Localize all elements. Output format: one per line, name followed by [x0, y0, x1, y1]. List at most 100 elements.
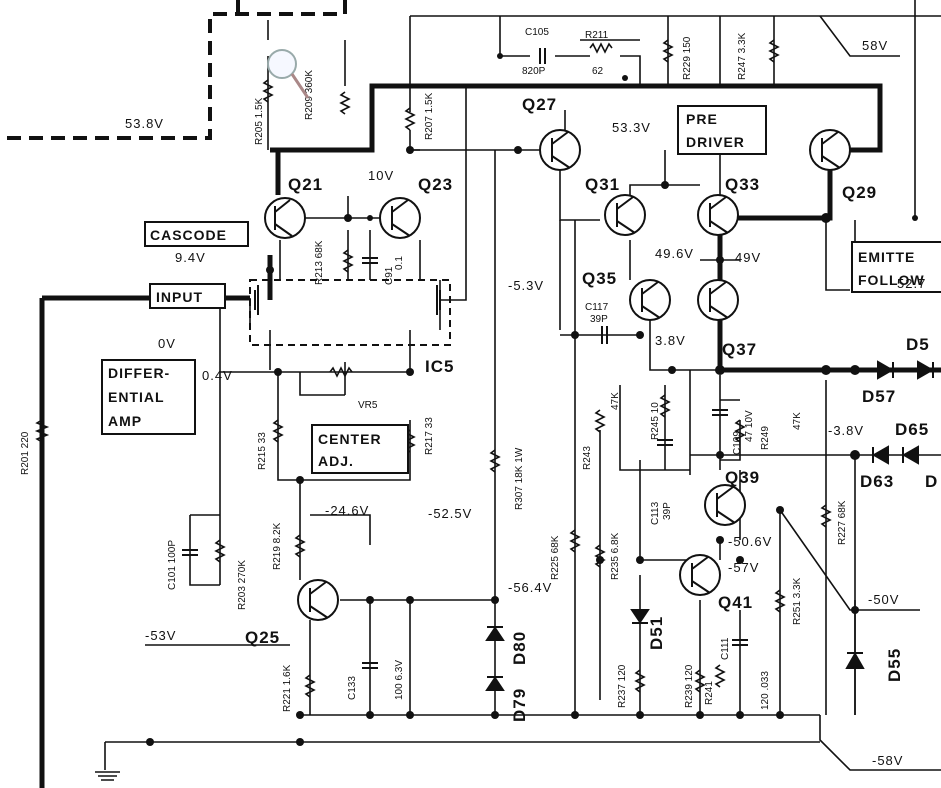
resistor-r229	[662, 39, 674, 63]
resistor-r243	[594, 409, 606, 433]
label-cascode: CASCODE	[150, 227, 227, 243]
resistor-r221	[304, 674, 316, 698]
label-r207: R207 1.5K	[424, 92, 435, 140]
label-r249-value: 47K	[792, 412, 803, 430]
label-center-adj-1: CENTER	[318, 431, 382, 447]
label-ic5: IC5	[425, 357, 454, 376]
label-q31: Q31	[585, 175, 620, 194]
label-r213: R213 68K	[314, 240, 325, 285]
label-r201: R201 220	[20, 431, 31, 475]
label-r251: R251 3.3K	[792, 577, 803, 625]
voltage-10: 10V	[368, 168, 394, 183]
resistor-r203	[214, 539, 226, 563]
voltage-49: 49V	[735, 250, 761, 265]
label-d79: D79	[510, 688, 529, 722]
label-r237: R237 120	[617, 664, 628, 708]
resistor-r215	[272, 419, 284, 443]
block-label-boxes	[101, 105, 941, 474]
label-c109: C109	[732, 431, 743, 455]
resistor-r207	[404, 107, 416, 131]
label-c113: C113	[650, 501, 661, 525]
label-q23: Q23	[418, 175, 453, 194]
label-r217: R217 33	[424, 417, 435, 455]
resistor-r201	[34, 419, 50, 443]
transistor-q27-symbol	[539, 129, 581, 171]
label-q37: Q37	[722, 340, 757, 359]
label-r241: R241	[704, 681, 715, 705]
voltage-neg-56-4: -56.4V	[508, 580, 552, 595]
label-r221: R221 1.6K	[282, 664, 293, 712]
label-vr5: VR5	[358, 400, 378, 411]
label-q35: Q35	[582, 269, 617, 288]
resistor-r241	[714, 664, 726, 688]
voltage-neg-58: -58V	[872, 753, 903, 768]
resistor-r205	[262, 79, 274, 103]
label-r243-value: 47K	[610, 392, 621, 410]
label-c105: C105	[525, 27, 549, 38]
label-r235: R235 6.8K	[610, 532, 621, 580]
transistor-q33-symbol	[697, 194, 739, 236]
label-q33: Q33	[725, 175, 760, 194]
voltage-52-7: 52.7	[897, 276, 926, 291]
label-c91: C91	[384, 266, 395, 285]
voltage-neg-50: -50V	[868, 592, 899, 607]
label-c133-value: 100 6.3V	[394, 660, 405, 700]
label-r211-value: 62	[592, 66, 604, 77]
diode-d51	[630, 609, 650, 624]
voltage-58: 58V	[862, 38, 888, 53]
label-r245: R245 10	[650, 402, 661, 440]
transistor-leads	[254, 131, 841, 619]
resistor-r247	[768, 39, 780, 63]
transistor-symbols	[264, 129, 851, 621]
capacitor-c111	[732, 639, 748, 646]
voltage-49-6: 49.6V	[655, 246, 694, 261]
resistor-r307	[489, 449, 501, 473]
label-r229: R229 150	[682, 36, 693, 80]
resistor-r251	[774, 589, 786, 613]
label-q41: Q41	[718, 593, 753, 612]
transistor-q35-symbol	[629, 279, 671, 321]
label-c133: C133	[347, 676, 358, 700]
voltage-9-4: 9.4V	[175, 250, 206, 265]
capacitor-symbols	[182, 48, 748, 669]
label-r211: R211	[585, 30, 609, 41]
resistor-r237	[634, 669, 646, 693]
label-differential-3: AMP	[108, 413, 142, 429]
diode-d79	[485, 676, 505, 691]
resistor-r245	[659, 394, 671, 418]
label-r225: R225 68K	[550, 535, 561, 580]
resistor-r209	[339, 91, 351, 115]
label-differential-1: DIFFER-	[108, 365, 170, 381]
magnifier-cursor-icon	[267, 49, 310, 99]
transistor-labels: Q21 Q23 Q25 Q27 Q29 Q31 Q33 Q35 Q37 Q39 …	[245, 95, 876, 647]
voltage-neg-50-6: -50.6V	[728, 534, 772, 549]
resistor-r239	[694, 669, 706, 693]
capacitor-c91	[362, 257, 378, 264]
label-d51: D51	[647, 616, 666, 650]
voltage-neg-5-3: -5.3V	[508, 278, 544, 293]
label-c117: C117	[585, 302, 609, 313]
label-c101: C101 100P	[167, 540, 178, 590]
label-input: INPUT	[156, 289, 203, 305]
block-labels: CASCODE INPUT DIFFER- ENTIAL AMP CENTER …	[108, 111, 925, 469]
label-c113-value: 39P	[662, 502, 673, 520]
label-q27: Q27	[522, 95, 557, 114]
label-r307: R307 18K 1W	[514, 447, 525, 510]
label-r227: R227 68K	[837, 500, 848, 545]
voltage-neg-24-6: -24.6V	[325, 503, 369, 518]
capacitor-c113	[657, 439, 673, 446]
voltage-labels: 53.8V 9.4V 10V 0V 0.4V 53.3V 49.6V 49V -…	[125, 38, 926, 768]
label-emitter-follower-2: FOLLOW	[858, 272, 925, 288]
capacitor-labels: C105 820P C91 0.1 C117 39P C109 47 10V C…	[167, 27, 771, 710]
label-pre-driver-2: DRIVER	[686, 134, 745, 150]
resistor-r219	[294, 534, 306, 558]
voltage-53-3: 53.3V	[612, 120, 651, 135]
voltage-0: 0V	[158, 336, 176, 351]
label-c109-value: 47 10V	[744, 410, 755, 442]
label-r209: R209 360K	[304, 70, 315, 120]
trimmer-vr5-body	[329, 366, 353, 378]
resistor-r211	[589, 42, 613, 54]
transistor-q31-symbol	[604, 194, 646, 236]
voltage-3-8: 3.8V	[655, 333, 686, 348]
label-r239: R239 120	[684, 664, 695, 708]
